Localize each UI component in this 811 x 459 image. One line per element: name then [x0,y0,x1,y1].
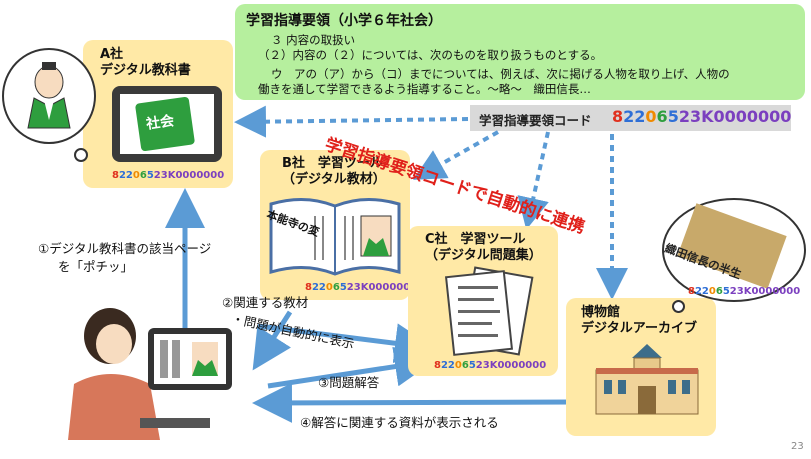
box-b-code: 82206523K0000000 [305,282,418,293]
step2b-arrow [257,323,435,364]
step3-text: ③問題解答 [318,375,380,390]
guideline-line-1: ３ 内容の取扱い [271,33,356,47]
scroll-code: 82206523K0000000 [688,286,801,297]
step4-arrow [252,382,576,423]
dotted-arrow-to-a [234,105,469,138]
guideline-line-4: 働きを通して学習できるよう指導すること。〜略〜 織田信長… [258,82,591,96]
guideline-line-3: ウ アの（ア）から（コ）までについては、例えば、次に掲げる人物を取り上げ、人物の [271,67,730,81]
box-a-code: 82206523K0000000 [112,170,225,181]
page-number: 23 [791,441,804,452]
box-m-title-1: 博物館 [581,305,621,320]
step1-text-a: ①デジタル教科書の該当ページ [38,241,212,256]
guideline-title: 学習指導要領（小学６年社会） [246,13,442,29]
box-a-title-1: A社 [100,47,124,62]
step2-text-a: ②関連する教材 [222,295,309,310]
open-book-icon [269,197,401,276]
box-c-code: 82206523K0000000 [434,360,547,371]
box-a-title-2: デジタル教科書 [100,63,191,78]
scroll-cloud-bubble [672,300,685,313]
step4-text: ④解答に関連する資料が表示される [300,415,499,430]
box-c-title-1: C社 学習ツール [425,232,526,247]
code-label: 学習指導要領コード [479,113,592,128]
nobunaga-portrait-icon [27,62,71,129]
student-icon [68,308,232,440]
box-b-title-1: B社 学習ツール [282,156,383,171]
step2-arrow [252,310,293,371]
dotted-arrow-to-b [413,130,499,180]
guideline-line-2: （２）内容の（２）については、次のものを取り扱うものとする。 [258,48,603,62]
box-c-title-2: （デジタル問題集） [425,248,542,263]
museum-building-icon [595,344,699,415]
code-value: 82206523K0000000 [612,107,792,126]
code-bar [470,105,791,131]
guideline-box [235,4,805,100]
step1-text-b: を「ポチッ」 [58,259,134,274]
box-m-title-2: デジタルアーカイブ [581,321,697,336]
step3-arrow [267,346,435,389]
box-b-title-2: （デジタル教材） [282,172,386,187]
tablet-textbook-icon [112,86,222,162]
cloud-bubble-small [74,148,88,162]
question-sheets-icon [444,266,534,356]
dotted-arrow-to-c [517,131,550,230]
book-cover-text: 社会 [145,113,176,133]
